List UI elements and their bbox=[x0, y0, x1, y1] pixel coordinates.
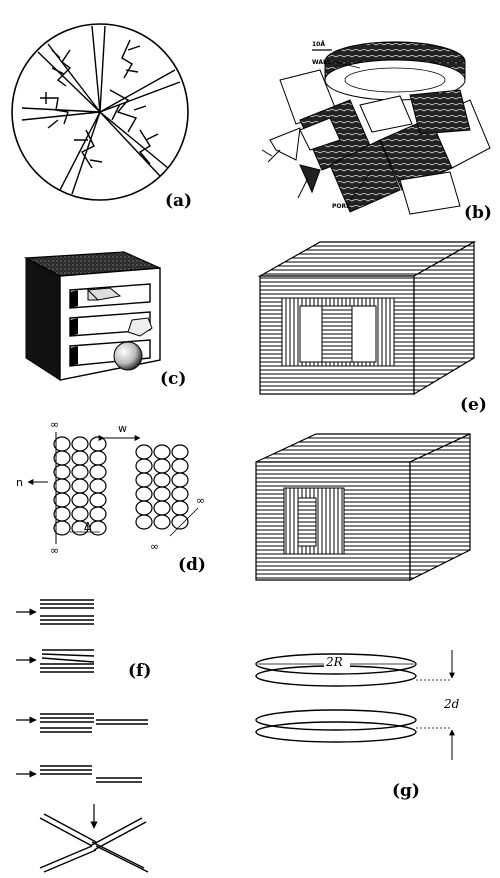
box-e2-side bbox=[409, 433, 471, 581]
junction-layer bbox=[39, 817, 93, 847]
framework-cylinders bbox=[261, 41, 491, 215]
junction-layer bbox=[89, 817, 143, 847]
infinity-bottom-left: ∞ bbox=[50, 544, 59, 557]
scale-text: 10Å bbox=[312, 41, 325, 48]
block-object bbox=[86, 287, 122, 301]
cylinder-cross-section bbox=[153, 472, 171, 488]
radius-text: 2R bbox=[325, 655, 343, 669]
panel-b-label: (b) bbox=[464, 203, 492, 223]
disk-outline bbox=[11, 23, 189, 201]
cylinder-cross-section bbox=[53, 520, 71, 536]
cylinder-cross-section bbox=[135, 472, 153, 488]
panel-b: 10Å WALL PORE (b) bbox=[261, 41, 492, 223]
panel-f: (f) bbox=[16, 599, 151, 873]
cylinder-cross-section bbox=[135, 458, 153, 474]
wall-text: WALL bbox=[312, 59, 331, 66]
cylinder-cross-section bbox=[135, 500, 153, 516]
gap-text: 2d bbox=[443, 697, 460, 711]
cylinder-cross-section bbox=[171, 458, 189, 474]
disk-top-a bbox=[255, 653, 417, 675]
layer-line bbox=[41, 657, 95, 663]
pore-text: PORE bbox=[332, 203, 350, 210]
cylinder-cross-section bbox=[71, 520, 89, 536]
junction-layer bbox=[43, 813, 97, 843]
junction-layer bbox=[43, 849, 97, 873]
cylinder-cross-section bbox=[71, 464, 89, 480]
cylinder-cross-section bbox=[171, 514, 189, 530]
box-e-side bbox=[413, 240, 475, 396]
cylinder-cross-section bbox=[71, 492, 89, 508]
cylinder-cross-section bbox=[89, 436, 107, 452]
cylinder-cross-section bbox=[153, 458, 171, 474]
box-side bbox=[25, 257, 61, 381]
cylinder-cross-section bbox=[89, 506, 107, 522]
cylinder-cross-section bbox=[89, 464, 107, 480]
cylinder-cross-section bbox=[71, 436, 89, 452]
panel-d-label: (d) bbox=[178, 555, 206, 575]
junction-layer bbox=[93, 821, 147, 851]
panel-g: 2R 2d (g) bbox=[255, 650, 460, 801]
infinity-diag-top: ∞ bbox=[196, 494, 205, 507]
cylinder-cross-section bbox=[171, 500, 189, 516]
wall-leader bbox=[333, 61, 361, 69]
disk-top-b bbox=[255, 665, 417, 687]
cylinder-cross-section bbox=[153, 500, 171, 516]
cylinder-cross-section bbox=[89, 450, 107, 466]
panel-a: (a) bbox=[11, 23, 192, 211]
cylinder-cross-section bbox=[153, 486, 171, 502]
junction-layer bbox=[95, 845, 149, 873]
cylinder-cross-section bbox=[171, 472, 189, 488]
panel-c-label: (c) bbox=[160, 369, 186, 389]
cylinder-cross-section bbox=[171, 486, 189, 502]
cylinder-cross-section bbox=[89, 520, 107, 536]
panel-g-label: (g) bbox=[392, 781, 420, 801]
infinity-diag-bottom: ∞ bbox=[150, 540, 159, 553]
disk-bottom-a bbox=[255, 709, 417, 731]
layer-stacks bbox=[16, 599, 149, 873]
cylinder-cross-section bbox=[89, 478, 107, 494]
cylinder-cross-section bbox=[153, 444, 171, 460]
delta-text: Δ bbox=[84, 520, 92, 533]
panel-e-lower bbox=[255, 433, 471, 581]
disk-bottom-b bbox=[255, 721, 417, 743]
cylinder-cross-section bbox=[135, 514, 153, 530]
sphere-object bbox=[113, 341, 143, 371]
pore-leader bbox=[349, 169, 373, 201]
cylinder-cross-section bbox=[153, 514, 171, 530]
infinity-top-left: ∞ bbox=[50, 418, 59, 431]
cylinder-cross-section bbox=[89, 492, 107, 508]
cylinder-cross-section bbox=[71, 506, 89, 522]
junction-layer bbox=[91, 841, 145, 869]
cylinder-cross-section bbox=[71, 478, 89, 494]
cylinder-cross-section bbox=[135, 486, 153, 502]
panel-f-label: (f) bbox=[128, 661, 151, 681]
panel-a-label: (a) bbox=[165, 191, 192, 211]
normal-text: n bbox=[16, 476, 23, 489]
crack-network bbox=[21, 25, 181, 195]
width-text: w bbox=[118, 422, 127, 435]
cylinder-cross-section bbox=[71, 450, 89, 466]
panel-e-label: (e) bbox=[460, 395, 487, 415]
cylinder-columns bbox=[53, 436, 189, 536]
cylinder-cross-section bbox=[171, 444, 189, 460]
junction-layer bbox=[39, 845, 93, 869]
diagonal-axis bbox=[169, 507, 199, 537]
panel-e: (e) bbox=[257, 240, 487, 415]
cylinder-cross-section bbox=[135, 444, 153, 460]
panel-d: ∞ ∞ n w Δ ∞ ∞ (d) bbox=[16, 418, 206, 575]
layer-line bbox=[41, 653, 95, 657]
hexagon-object bbox=[127, 317, 153, 337]
panel-c: (c) bbox=[23, 251, 186, 389]
